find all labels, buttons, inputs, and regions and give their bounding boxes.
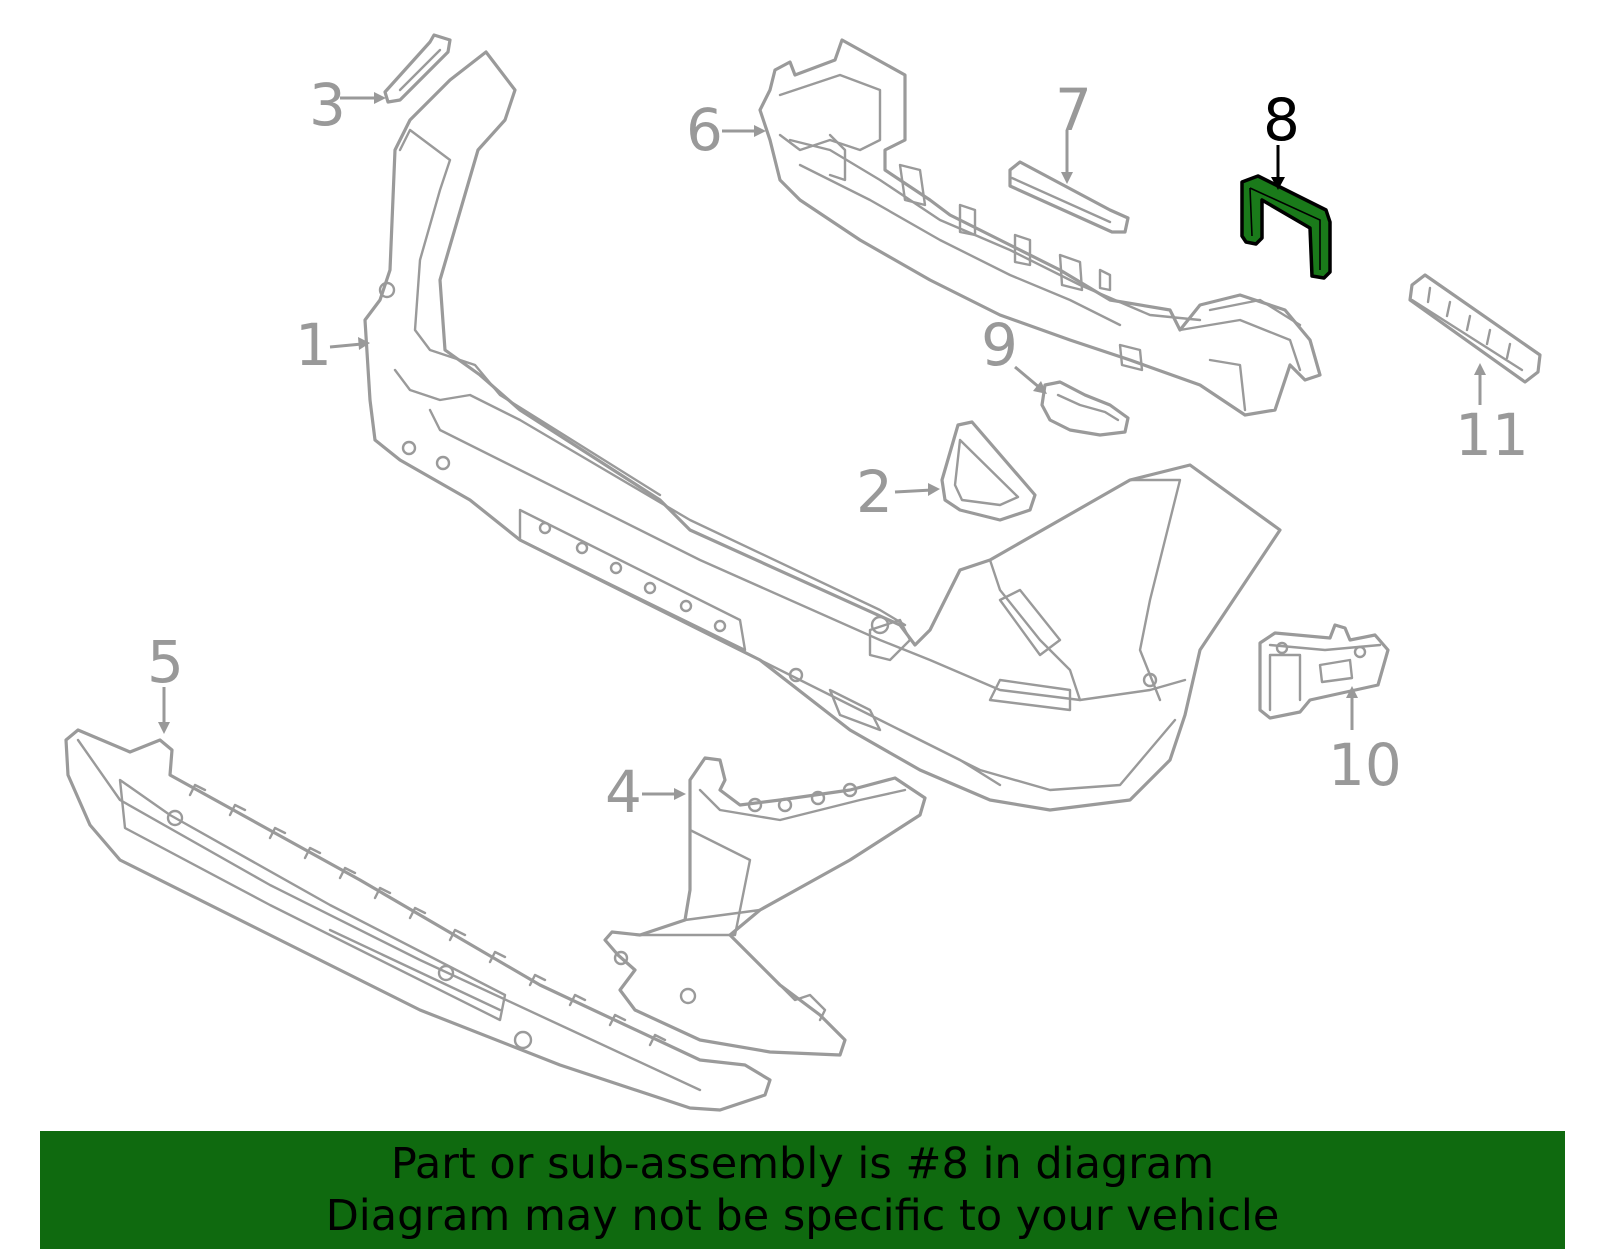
- arrow-1: [358, 337, 370, 350]
- part-11-grille-insert[interactable]: [1408, 273, 1542, 384]
- callout-9[interactable]: 9: [981, 311, 1018, 379]
- info-banner: Part or sub-assembly is #8 in diagram Di…: [40, 1131, 1565, 1249]
- callout-2[interactable]: 2: [856, 458, 893, 526]
- part-1-bumper-cover[interactable]: [363, 50, 1282, 812]
- part-2-reflector-bracket[interactable]: [940, 420, 1037, 522]
- arrow-9: [1033, 381, 1047, 394]
- arrow-4: [674, 788, 686, 800]
- part-6-reinforcement-beam[interactable]: [758, 38, 1322, 417]
- callout-7[interactable]: 7: [1055, 76, 1092, 144]
- arrow-2: [928, 483, 940, 496]
- part-5-lower-diffuser[interactable]: [64, 728, 772, 1112]
- arrow-8: [1271, 177, 1285, 190]
- part-8-highlighted-bracket[interactable]: [1240, 174, 1332, 280]
- callout-5[interactable]: 5: [147, 628, 184, 696]
- part-4-lower-bracket[interactable]: [603, 756, 927, 1057]
- callout-6[interactable]: 6: [686, 96, 723, 164]
- callout-8[interactable]: 8: [1263, 86, 1300, 154]
- part-9-clip[interactable]: [1040, 380, 1130, 437]
- banner-line-1: Part or sub-assembly is #8 in diagram: [390, 1139, 1215, 1189]
- banner-line-2: Diagram may not be specific to your vehi…: [325, 1191, 1280, 1241]
- leader-lines: [158, 92, 1486, 800]
- arrow-5: [158, 722, 170, 734]
- arrow-7: [1061, 172, 1073, 184]
- callout-11[interactable]: 11: [1455, 401, 1529, 469]
- arrow-11: [1474, 363, 1486, 375]
- callout-3[interactable]: 3: [309, 71, 346, 139]
- arrow-3: [374, 92, 386, 104]
- part-7-slim-bracket[interactable]: [1008, 160, 1130, 234]
- callout-1[interactable]: 1: [295, 311, 332, 379]
- part-3-clip-strip[interactable]: [383, 33, 452, 104]
- arrow-10: [1346, 686, 1358, 698]
- part-10-side-bracket[interactable]: [1258, 623, 1390, 720]
- callout-4[interactable]: 4: [605, 758, 642, 826]
- arrow-6: [754, 125, 766, 137]
- callout-labels: 3 1 6 7 8 9 2 11 10 5 4: [147, 71, 1529, 826]
- callout-10[interactable]: 10: [1328, 731, 1402, 799]
